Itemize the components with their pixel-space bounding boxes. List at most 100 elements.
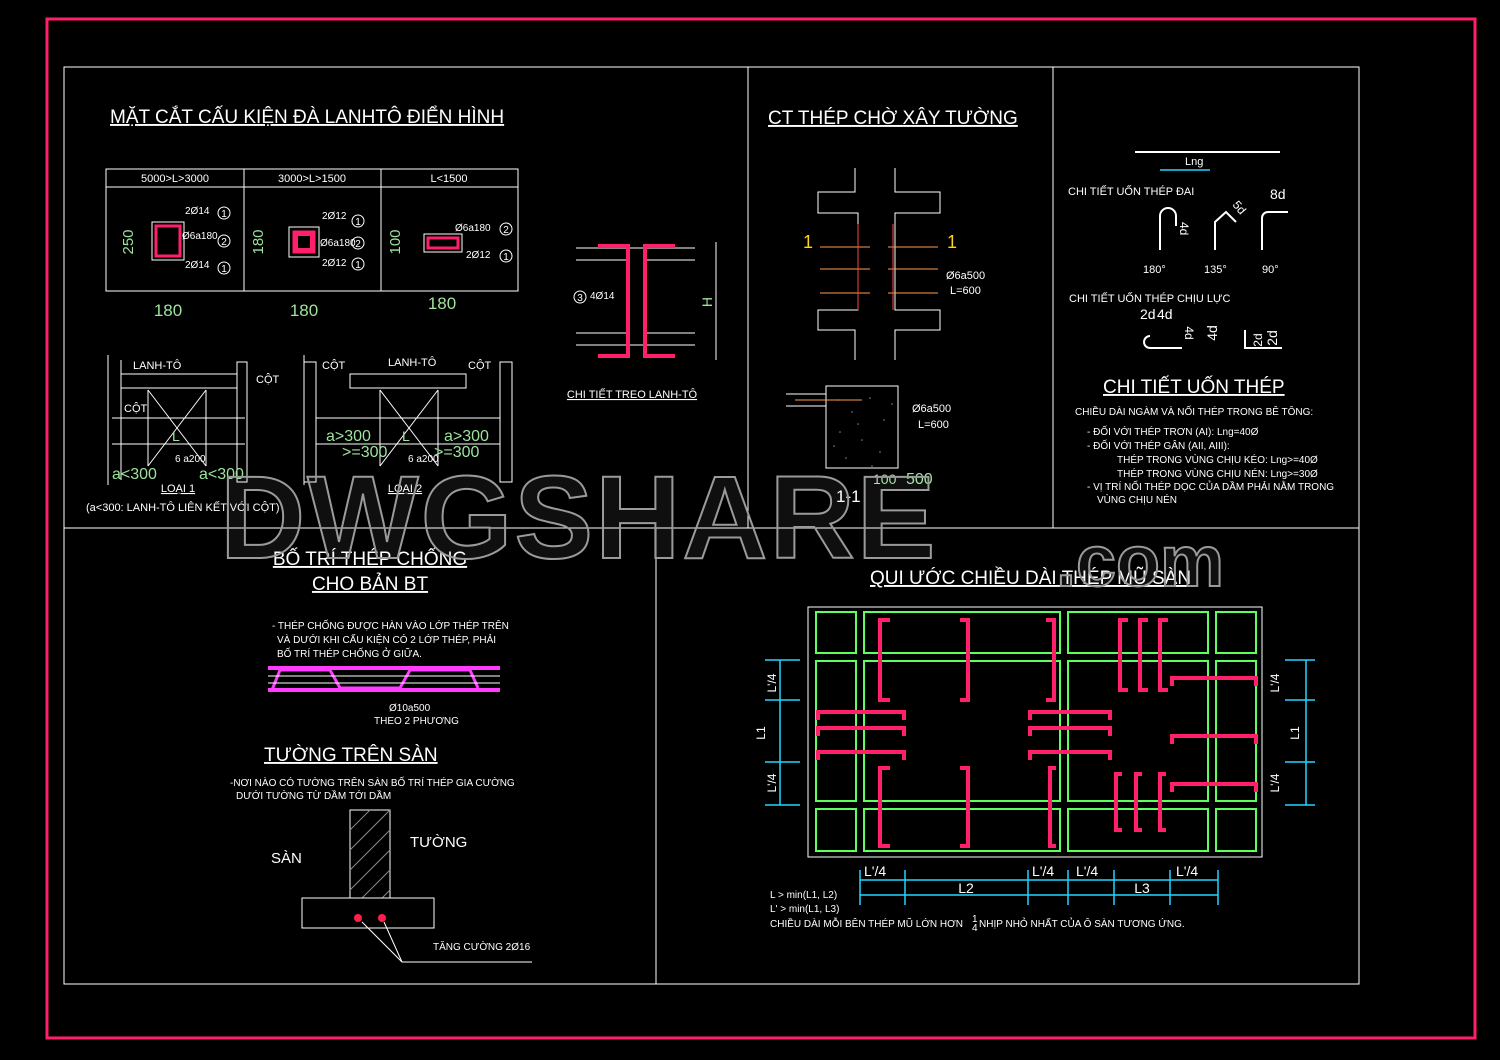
dim-l3: L3	[1134, 880, 1150, 896]
svg-text:L'/4: L'/4	[1268, 773, 1282, 792]
type2-lintel: LANH-TÔ	[388, 356, 437, 369]
sec1-bot: 2Ø14	[185, 260, 210, 271]
svg-text:L1: L1	[1288, 726, 1302, 740]
type1-col2: CỘT	[256, 373, 280, 386]
wall-label: TƯỜNG	[410, 834, 467, 851]
svg-text:-NƠI NÀO CÓ TƯỜNG TRÊN SÀN BỐ: -NƠI NÀO CÓ TƯỜNG TRÊN SÀN BỐ TRÍ THÉP G…	[230, 775, 515, 789]
sec2-top: 2Ø12	[322, 211, 347, 222]
svg-text:2: 2	[221, 237, 227, 248]
svg-text:BỐ TRÍ THÉP CHỐNG Ở GIỮA.: BỐ TRÍ THÉP CHỐNG Ở GIỮA.	[277, 646, 422, 660]
hanger-bar: 4Ø14	[590, 291, 615, 302]
svg-text:4d: 4d	[1182, 326, 1196, 339]
drawing-frame	[63, 66, 1360, 985]
type2-col2: CỘT	[468, 359, 492, 372]
svg-text:DƯỚI TƯỜNG TỪ DẦM TỚI DẦM: DƯỚI TƯỜNG TỪ DẦM TỚI DẦM	[236, 789, 391, 802]
svg-text:Lng: Lng	[1185, 156, 1203, 168]
col-header-2: 3000>L>1500	[278, 173, 346, 185]
type1-name: LOẠI 1	[161, 483, 195, 495]
svg-text:L: L	[172, 428, 180, 444]
svg-text:1: 1	[221, 264, 227, 275]
svg-text:L'/4: L'/4	[1268, 673, 1282, 692]
sec3-height: 100	[387, 229, 404, 254]
type1-col: CỘT	[124, 402, 148, 415]
rebar-label: TĂNG CƯỜNG 2Ø16	[433, 940, 531, 953]
svg-text:135°: 135°	[1204, 264, 1227, 276]
svg-text:4d: 4d	[1157, 306, 1173, 322]
type2-a: a>300	[326, 428, 371, 445]
type2-a2: a>300	[444, 428, 489, 445]
type1-lintel: LANH-TÔ	[133, 359, 182, 372]
watermark-dotcom: .com	[1056, 522, 1224, 602]
support-title-2: CHO BẢN BT	[312, 573, 429, 595]
sec3-bot: 2Ø12	[466, 250, 491, 261]
svg-text:L > min(L1, L2): L > min(L1, L2)	[770, 890, 837, 901]
svg-text:4d: 4d	[1204, 325, 1220, 341]
svg-text:2d: 2d	[1140, 306, 1156, 322]
slab-label: SÀN	[271, 850, 302, 867]
sec1-height: 250	[120, 229, 137, 254]
svg-text:500: 500	[906, 471, 933, 488]
sec2-stir: Ø6a180	[320, 238, 356, 249]
svg-text:L1: L1	[754, 726, 768, 740]
main-bend-label: CHI TIẾT UỐN THÉP CHỊU LỰC	[1069, 291, 1230, 305]
svg-text:1: 1	[803, 232, 813, 252]
svg-text:L'/4: L'/4	[1032, 863, 1054, 879]
svg-text:CHIỀU DÀI NGÀM VÀ NỐI THÉP TRO: CHIỀU DÀI NGÀM VÀ NỐI THÉP TRONG BÊ TÔNG…	[1075, 404, 1313, 418]
svg-text:180°: 180°	[1143, 264, 1166, 276]
sec2-width: 180	[290, 301, 318, 320]
col-header-3: L<1500	[430, 173, 467, 185]
svg-text:90°: 90°	[1262, 264, 1279, 276]
svg-text:L' > min(L1, L3): L' > min(L1, L3)	[770, 904, 839, 915]
sheet-border	[45, 17, 1477, 1040]
sec1-width: 180	[154, 301, 182, 320]
svg-text:- ĐỐI VỚI THÉP GÂN (AII, AIII): - ĐỐI VỚI THÉP GÂN (AII, AIII):	[1087, 438, 1230, 452]
svg-text:6 a200: 6 a200	[408, 454, 439, 465]
type2-name: LOẠI 2	[388, 483, 422, 495]
svg-text:6 a200: 6 a200	[175, 454, 206, 465]
svg-text:1: 1	[221, 209, 227, 220]
lintel-title: MẶT CẮT CẤU KIỆN ĐÀ LANHTÔ ĐIỂN HÌNH	[110, 106, 504, 128]
svg-text:VÀ DƯỚI KHI CẤU KIỆN CÓ 2 LỚP: VÀ DƯỚI KHI CẤU KIỆN CÓ 2 LỚP THÉP, PHẢI	[277, 633, 496, 646]
lintel-panel: MẶT CẮT CẤU KIỆN ĐÀ LANHTÔ ĐIỂN HÌNH 500…	[86, 106, 519, 514]
svg-text:L'/4: L'/4	[765, 773, 779, 792]
watermark-text: DWGSHARE	[220, 452, 937, 584]
svg-text:2d: 2d	[1251, 333, 1265, 346]
svg-text:1: 1	[503, 252, 509, 263]
cap-note: CHIỀU DÀI MỖI BÊN THÉP MŨ LỚN HƠN	[770, 917, 963, 930]
svg-text:2d: 2d	[1264, 330, 1280, 346]
svg-text:2: 2	[355, 239, 361, 250]
support-title-1: BỐ TRÍ THÉP CHỐNG	[273, 548, 467, 570]
wall-dowel-title: CT THÉP CHỜ XÂY TƯỜNG	[768, 107, 1018, 129]
svg-text:1: 1	[972, 914, 978, 925]
wall-on-slab-panel: TƯỜNG TRÊN SÀN -NƠI NÀO CÓ TƯỜNG TRÊN SÀ…	[230, 744, 532, 963]
cap-title: QUI ƯỚC CHIỀU DÀI THÉP MŨ SÀN	[870, 567, 1191, 589]
svg-text:>=300: >=300	[342, 444, 387, 461]
lintel-type-2: LANH-TÔ CỘT CỘT L 6 a200 a>300 a>300 >=3…	[303, 355, 513, 495]
svg-text:VÙNG CHỊU NÉN: VÙNG CHỊU NÉN	[1097, 493, 1177, 506]
svg-text:3: 3	[577, 293, 583, 304]
sec1-stir: Ø6a180	[182, 231, 218, 242]
dowel-bar: Ø6a500	[946, 270, 985, 282]
svg-text:L'/4: L'/4	[1176, 863, 1198, 879]
support-dir: THEO 2 PHƯƠNG	[374, 716, 459, 727]
support-bar: Ø10a500	[389, 703, 431, 714]
hanger-detail: H 3 4Ø14 CHI TIẾT TREO LANH-TÔ	[567, 242, 717, 401]
svg-text:Ø6a500: Ø6a500	[912, 403, 951, 415]
sec3-stir: Ø6a180	[455, 223, 491, 234]
col-header-1: 5000>L>3000	[141, 173, 209, 185]
support-panel: BỐ TRÍ THÉP CHỐNG CHO BẢN BT - THÉP CHỐN…	[268, 548, 509, 727]
svg-text:8d: 8d	[1270, 186, 1286, 202]
svg-text:1: 1	[355, 260, 361, 271]
wall-on-slab-title: TƯỜNG TRÊN SÀN	[264, 744, 438, 766]
watermark: DWGSHARE .com	[219, 451, 1225, 603]
svg-text:1: 1	[355, 217, 361, 228]
lintel-type-1: LANH-TÔ CỘT CỘT L 6 a200 a<300 a<300 LOẠ…	[107, 355, 280, 495]
sec3-width: 180	[428, 294, 456, 313]
sec2-bot: 2Ø12	[322, 258, 347, 269]
stirrup-bend-label: CHI TIẾT UỐN THÉP ĐAI	[1068, 184, 1194, 198]
svg-text:H: H	[699, 297, 715, 307]
svg-text:5d: 5d	[1230, 198, 1249, 217]
lintel-note: (a<300: LANH-TÔ LIÊN KẾT VỚI CỘT)	[86, 501, 280, 514]
sec1-top: 2Ø14	[185, 206, 210, 217]
svg-text:L: L	[402, 428, 410, 444]
